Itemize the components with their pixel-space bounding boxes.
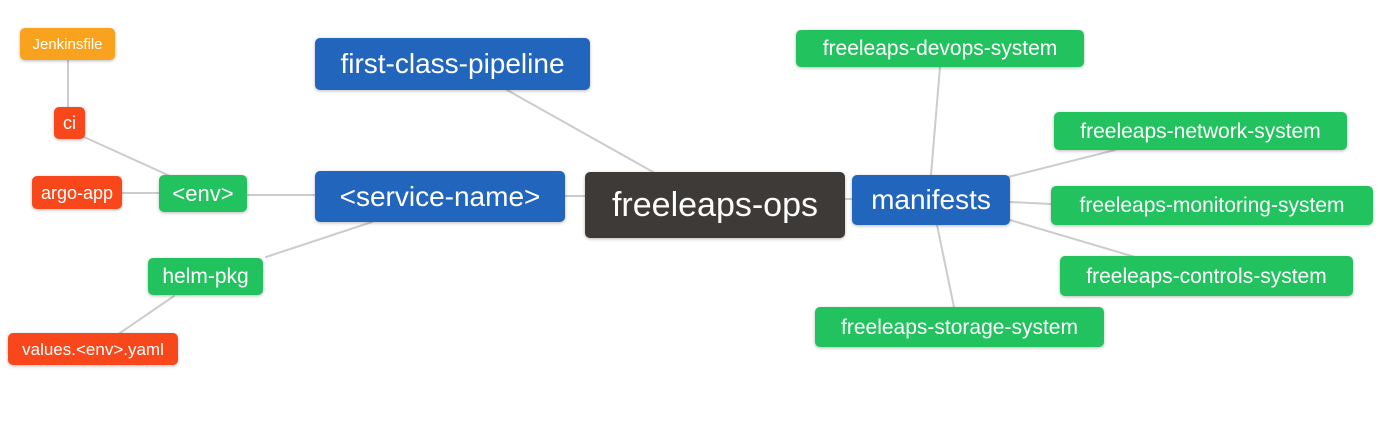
edge-manifests-to-monitoring-system — [1009, 201, 1052, 205]
mindmap-node-storage-system[interactable]: freeleaps-storage-system — [815, 307, 1104, 347]
mindmap-node-devops-system[interactable]: freeleaps-devops-system — [796, 30, 1084, 67]
mindmap-node-network-system[interactable]: freeleaps-network-system — [1054, 112, 1347, 150]
mindmap-node-env[interactable]: <env> — [159, 175, 247, 212]
edge-manifests-to-controls-system — [1009, 219, 1136, 258]
mindmap-node-first-class-pipeline[interactable]: first-class-pipeline — [315, 38, 590, 90]
mindmap-node-helm-pkg[interactable]: helm-pkg — [148, 258, 263, 295]
edge-helm-pkg-to-service-name — [265, 221, 373, 258]
mindmap-node-service-name[interactable]: <service-name> — [315, 171, 565, 222]
mindmap-node-controls-system[interactable]: freeleaps-controls-system — [1060, 256, 1353, 296]
edge-first-class-pipeline-to-freeleaps-ops — [506, 89, 654, 173]
edge-manifests-to-network-system — [1007, 149, 1116, 178]
edge-manifests-to-storage-system — [936, 224, 955, 308]
edge-ci-to-env — [83, 136, 171, 177]
mindmap-node-jenkinsfile[interactable]: Jenkinsfile — [20, 28, 115, 60]
mindmap-node-argo-app[interactable]: argo-app — [32, 176, 122, 209]
mindmap-node-freeleaps-ops[interactable]: freeleaps-ops — [585, 172, 845, 238]
edge-manifests-to-devops-system — [930, 66, 941, 176]
edge-values-env-yaml-to-helm-pkg — [119, 295, 175, 334]
mindmap-node-monitoring-system[interactable]: freeleaps-monitoring-system — [1051, 186, 1373, 225]
mindmap-node-ci[interactable]: ci — [54, 107, 85, 139]
mindmap-node-values-env-yaml[interactable]: values.<env>.yaml — [8, 333, 178, 365]
mindmap-node-manifests[interactable]: manifests — [852, 175, 1010, 225]
